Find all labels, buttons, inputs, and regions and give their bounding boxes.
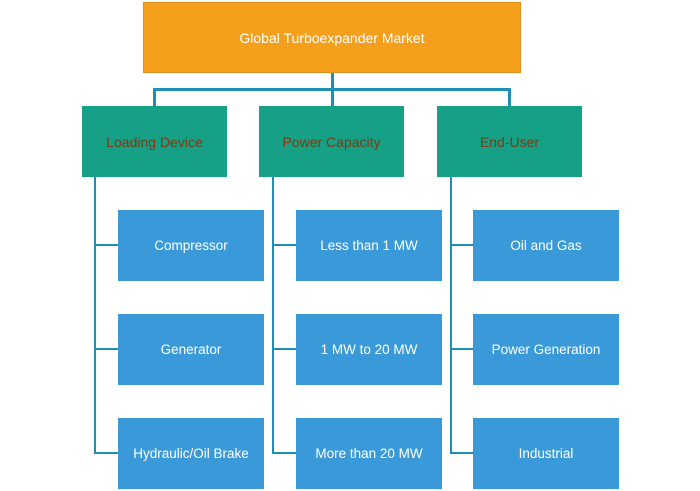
connector-to-end-user [508,88,511,106]
root-node-label: Global Turboexpander Market [239,29,425,46]
leaf-generator: Generator [118,314,264,385]
branch-oil-and-gas [450,244,473,246]
spine-power-capacity [272,177,274,454]
leaf-industrial: Industrial [473,418,619,489]
category-power-capacity: Power Capacity [259,106,404,177]
connector-to-power-capacity [331,88,334,106]
branch-generator [94,348,118,350]
branch-less-than-1-mw [272,244,296,246]
leaf-label: Oil and Gas [510,238,582,253]
leaf-label: More than 20 MW [315,446,423,461]
category-label: End-User [479,133,540,150]
leaf-oil-and-gas: Oil and Gas [473,210,619,281]
leaf-label: Industrial [518,446,574,461]
category-label: Power Capacity [282,133,381,150]
branch-industrial [450,452,473,454]
root-node: Global Turboexpander Market [143,2,521,73]
leaf-label: Generator [160,342,222,357]
branch-hydraulic-oil-brake [94,452,118,454]
spine-loading-device [94,177,96,454]
leaf-label: Less than 1 MW [320,238,418,253]
leaf-label: 1 MW to 20 MW [320,342,418,357]
branch-more-than-20-mw [272,452,296,454]
connector-to-loading-device [153,88,156,106]
leaf-compressor: Compressor [118,210,264,281]
spine-end-user [450,177,452,454]
leaf-label: Compressor [154,238,228,253]
leaf-less-than-1-mw: Less than 1 MW [296,210,442,281]
leaf-1-mw-to-20-mw: 1 MW to 20 MW [296,314,442,385]
branch-compressor [94,244,118,246]
category-end-user: End-User [437,106,582,177]
leaf-label: Power Generation [491,342,601,357]
branch-power-generation [450,348,473,350]
branch-1-mw-to-20-mw [272,348,296,350]
leaf-hydraulic-oil-brake: Hydraulic/Oil Brake [118,418,264,489]
connector-root-down [331,73,334,89]
leaf-label: Hydraulic/Oil Brake [133,446,249,461]
category-loading-device: Loading Device [82,106,227,177]
leaf-more-than-20-mw: More than 20 MW [296,418,442,489]
leaf-power-generation: Power Generation [473,314,619,385]
category-label: Loading Device [106,133,203,150]
